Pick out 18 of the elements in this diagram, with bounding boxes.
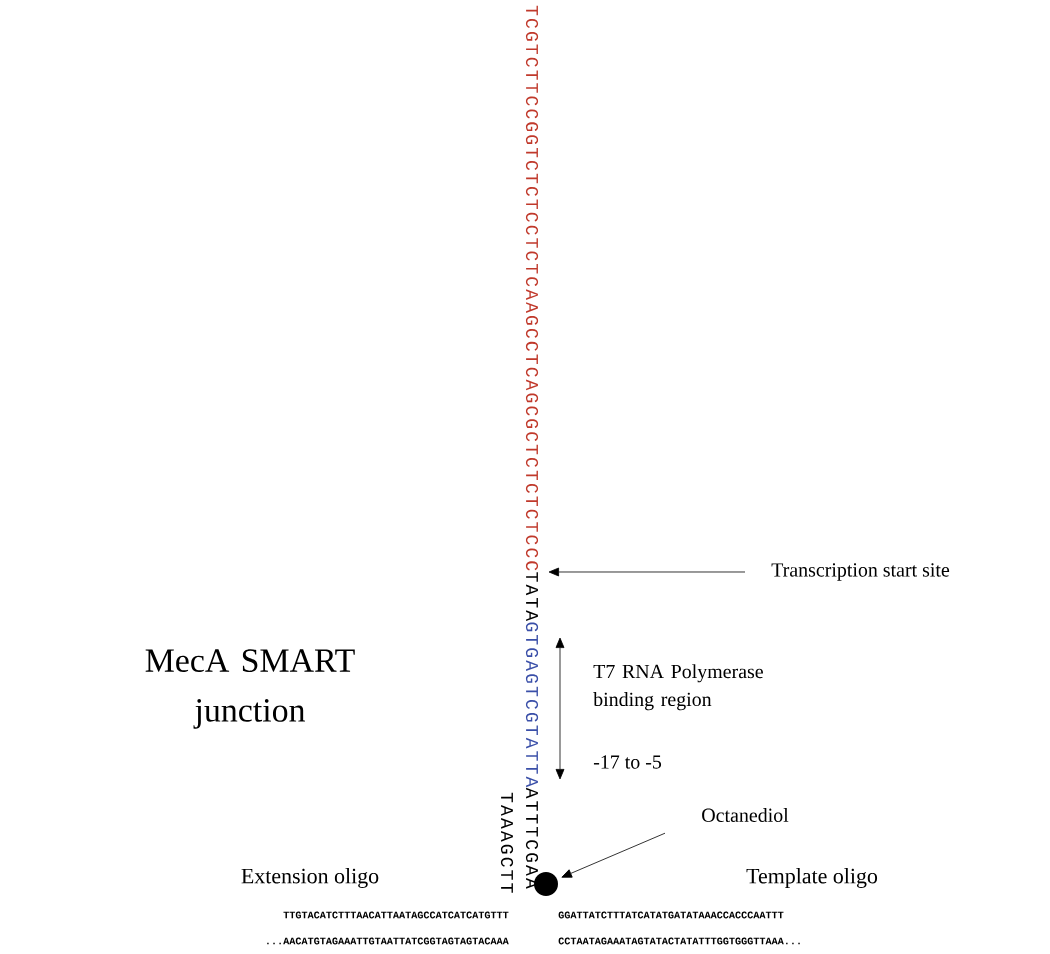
arrow (548, 567, 746, 577)
arrow (561, 832, 666, 878)
sequence-text: TCGTCTTCCGGTCTCTCCTCTCAAGCCTCAGCGCTCTCTCTCCC (525, 5, 539, 571)
sequence-text: CCTAATAGAAATAGTATACTATATTTGGTGGGTTAAA... (558, 937, 800, 945)
label-text: T7 RNA Polymerase binding region (593, 664, 763, 711)
sequence-text: TATA (526, 572, 538, 622)
sequence-text: TTGTACATCTTTAACATTAATAGCCATCATCATGTTT (283, 911, 509, 919)
sequence-text: ATTTCGAA (525, 787, 539, 889)
label-text: Octanediol (702, 808, 789, 822)
label-text: Transcription start site (771, 563, 950, 581)
label-text: Template oligo (746, 868, 878, 888)
sequence-text: TAAAGCTT (500, 792, 514, 893)
sequence-text: ...AACATGTAGAAATTGTAATTATCGGTAGTAGTACAAA (267, 937, 509, 945)
title: MecA SMART junction (145, 649, 355, 729)
label-text: Extension oligo (241, 868, 379, 888)
label-text: -17 to -5 (593, 755, 662, 769)
sequence-text: GTGAGTCGTATTA (525, 622, 539, 788)
sequence-text: GGATTATCTTTATCATATGATATAAACCACCCAATTT (558, 911, 784, 919)
